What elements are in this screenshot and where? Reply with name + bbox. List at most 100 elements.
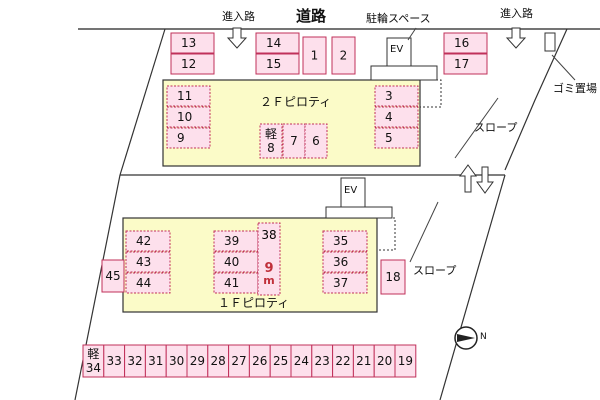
- site-outline-upper-right: [504, 28, 568, 171]
- stall-bottom: 20: [373, 344, 396, 378]
- stall-number: 11: [177, 89, 192, 103]
- stall-number: 31: [148, 354, 163, 368]
- stall-number: 7: [290, 134, 298, 148]
- stall-floor2: 6: [304, 123, 328, 159]
- stall-number: 32: [127, 354, 142, 368]
- stall-number: 8: [267, 141, 275, 155]
- stall-floor1: 41: [213, 272, 259, 294]
- stall-bottom: 30: [165, 344, 188, 378]
- stall-number: 41: [224, 276, 239, 290]
- garbage-area: [544, 32, 556, 52]
- stall-number: 36: [333, 255, 348, 269]
- stall-bottom: 27: [228, 344, 250, 378]
- stall-top: 17: [443, 53, 488, 75]
- stall-number: 10: [177, 110, 192, 124]
- stall-number: 16: [454, 36, 469, 50]
- site-outline-upper: [119, 28, 166, 176]
- stall-bottom: 19: [394, 344, 417, 378]
- ev-lower-box: [340, 177, 366, 208]
- stall-number: 40: [224, 255, 239, 269]
- stall-number: 19: [398, 354, 413, 368]
- stall-floor2: 9: [166, 127, 211, 149]
- stall-number: 35: [333, 234, 348, 248]
- stall-number: 26: [252, 354, 267, 368]
- stall-number: 43: [136, 255, 151, 269]
- compass-label: N: [480, 332, 487, 342]
- stall-number: 37: [333, 276, 348, 290]
- stall-bottom: 29: [186, 344, 209, 378]
- stall-bottom: 32: [124, 344, 146, 378]
- stall-top: 12: [170, 53, 215, 75]
- ev-lower-label: EV: [344, 185, 358, 196]
- stall-bottom: 26: [248, 344, 271, 378]
- stall-floor1: 42: [125, 230, 171, 252]
- stall-number: 6: [312, 134, 320, 148]
- stall-number: 27: [231, 354, 246, 368]
- stall-number: 28: [211, 354, 226, 368]
- stall-top: 15: [255, 53, 300, 75]
- stall-number: 42: [136, 234, 151, 248]
- entrance-right-label: 進入路: [500, 7, 533, 20]
- site-outline-lower-right: [439, 174, 506, 400]
- stall-floor1: 44: [125, 272, 171, 294]
- stall-number: 22: [335, 354, 350, 368]
- stall-number: 29: [190, 354, 205, 368]
- stall-bottom: 23: [311, 344, 334, 378]
- piloti-2f-label: ２Ｆピロティ: [260, 95, 332, 109]
- bicycle-pointer: [407, 27, 417, 41]
- stall-number: 9: [177, 131, 185, 145]
- stall-number: 17: [454, 57, 469, 71]
- ev-upper-dash: [420, 79, 442, 108]
- stall-number: 4: [385, 110, 393, 124]
- dimension-label: m: [263, 274, 274, 287]
- stall-number: 15: [266, 57, 281, 71]
- stall-top: 1: [302, 36, 327, 75]
- stall-number: 13: [181, 36, 196, 50]
- stall-number: 25: [273, 354, 288, 368]
- stall-top: 2: [331, 36, 356, 75]
- stall-number: 14: [266, 36, 281, 50]
- stall-number: 1: [311, 49, 319, 63]
- stall-number: 21: [356, 354, 371, 368]
- ev-upper-box: [386, 37, 412, 67]
- bicycle-space-label: 駐輪スペース: [366, 12, 431, 25]
- stall-number: 33: [107, 354, 122, 368]
- stall-number: 3: [385, 89, 393, 103]
- arrow-down-icon: [226, 27, 248, 49]
- stall-number: 34: [86, 361, 101, 375]
- site-outline-lower-left: [74, 174, 121, 400]
- up-down-arrow-icon: [459, 164, 494, 194]
- stall-top: 16: [443, 32, 488, 54]
- ev-upper-shaft: [370, 65, 438, 81]
- stall-number: 18: [385, 270, 400, 284]
- stall-floor2: 7: [282, 123, 306, 159]
- stall-floor2: 5: [374, 127, 419, 149]
- stall-floor2: 軽8: [259, 123, 283, 159]
- stall-floor2: 10: [166, 106, 211, 128]
- stall-floor1: 39: [213, 230, 259, 252]
- entrance-left-label: 進入路: [222, 10, 255, 23]
- stall-bottom: 28: [207, 344, 230, 378]
- ev-upper-label: EV: [390, 44, 404, 55]
- slope-upper-label: スロープ: [474, 121, 518, 134]
- garbage-pointer: [551, 54, 576, 81]
- stall-floor1: 37: [322, 272, 368, 294]
- stall-number: 45: [105, 269, 120, 283]
- road-label: 道路: [296, 7, 327, 25]
- stall-floor2: 11: [166, 85, 211, 107]
- slope-line-lower: [409, 201, 439, 263]
- stall-number: 2: [340, 49, 348, 63]
- stall-number: 30: [169, 354, 184, 368]
- garbage-label: ゴミ置場: [553, 82, 597, 95]
- stall-floor1: 43: [125, 251, 171, 273]
- slope-lower-label: スロープ: [413, 264, 457, 277]
- stall-number: 軽: [87, 347, 99, 361]
- piloti-1f-label: １Ｆピロティ: [218, 296, 290, 310]
- stall-floor1: 40: [213, 251, 259, 273]
- stall-bottom: 31: [144, 344, 167, 378]
- stall-floor1-side: 18: [380, 259, 406, 295]
- stall-number: 39: [224, 234, 239, 248]
